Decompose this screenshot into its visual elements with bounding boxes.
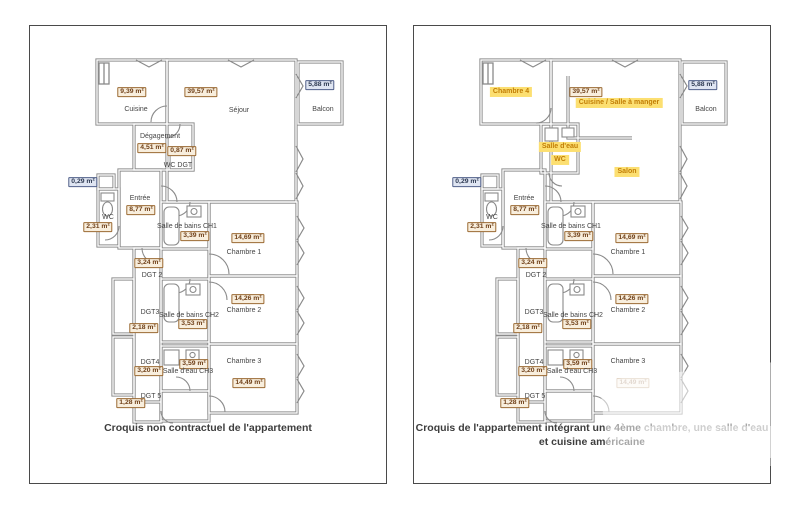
plan-label: 0,87 m² [167,146,197,156]
plan-label: 14,69 m² [231,233,265,243]
closet-detail [482,62,494,85]
plan-label: Cuisine [124,105,148,113]
plan-label: Salle d'eau CH3 [546,367,598,375]
fixtures [100,192,202,366]
plan-label: Salle de bains CH2 [543,311,603,319]
left-plan-panel: 9,39 m² Cuisine 39,57 m² Séjour 5,88 m² Balco… [29,25,387,484]
plan-label: 3,59 m² [563,359,593,369]
plan-label: 3,53 m² [178,319,208,329]
plan-label: Chambre 2 [226,306,262,314]
plan-label: Entrée [129,194,151,202]
plan-label: 3,39 m² [180,231,210,241]
plan-label: Salle de bains CH1 [157,222,217,230]
plan-label: 2,31 m² [83,222,113,232]
plan-label: 3,24 m² [134,258,164,268]
plan-label: Chambre 2 [610,306,646,314]
plan-label: DGT4 [140,358,160,366]
plan-label: 14,26 m² [231,294,265,304]
plan-label: 1,28 m² [116,398,146,408]
plan-label: 3,20 m² [134,366,164,376]
plan-label: 0,29 m² [452,177,482,187]
plan-label: WC DGT [163,161,193,169]
plan-label: Dégagement [139,132,181,140]
plan-label: 39,57 m² [569,87,603,97]
left-caption: Croquis non contractuel de l'appartement [104,422,312,434]
plan-label: 5,88 m² [688,80,718,90]
plan-label: 14,69 m² [615,233,649,243]
plan-label: 39,57 m² [184,87,218,97]
plan-label: 8,77 m² [510,205,540,215]
plan-label: WC [102,213,114,221]
plan-label: Séjour [228,106,250,114]
plan-label: 8,77 m² [126,205,156,215]
plan-label: DGT3 [140,308,160,316]
plan-label: WC [551,154,569,166]
plan-label: DGT3 [524,308,544,316]
plan-label: 3,20 m² [518,366,548,376]
plan-label: Balcon [695,105,717,113]
plan-label: 3,59 m² [179,359,209,369]
plan-label: 4,51 m² [137,143,167,153]
plan-label: 5,88 m² [305,80,335,90]
plan-label: Salle de bains CH1 [541,222,601,230]
plan-label: 2,18 m² [129,323,159,333]
plan-label: 0,29 m² [68,177,98,187]
plan-label: Chambre 4 [489,86,533,98]
plan-label: DGT 5 [140,392,162,400]
plan-label: Salle de bains CH2 [159,311,219,319]
plan-label: Chambre 3 [610,357,646,365]
windows [135,59,305,404]
right-caption-line2: et cuisine américaine [538,436,646,448]
plan-label: 3,39 m² [564,231,594,241]
plan-label: WC [486,213,498,221]
plan-label: Chambre 1 [610,248,646,256]
plan-label: Chambre 3 [226,357,262,365]
fixtures [484,127,586,366]
closet-detail [98,62,110,85]
plan-label: 14,49 m² [232,378,266,388]
plan-label: 14,26 m² [615,294,649,304]
plan-label: DGT 5 [524,392,546,400]
plan-label: Entrée [513,194,535,202]
plan-label: 2,18 m² [513,323,543,333]
plan-label: Chambre 1 [226,248,262,256]
plan-label: Salon [614,166,640,178]
plan-label: 9,39 m² [117,87,147,97]
left-floor-plan-drawing [95,58,344,424]
plan-label: DGT 2 [141,271,163,279]
plan-label: DGT 2 [525,271,547,279]
plan-label: 3,24 m² [518,258,548,268]
plan-label: DGT4 [524,358,544,366]
plan-label: Salle d'eau [538,141,582,153]
right-floor-plan-drawing [479,58,728,424]
plan-label: 1,28 m² [500,398,530,408]
plan-label: Cuisine / Salle à manger [575,97,663,109]
plan-label: Balcon [312,105,334,113]
plan-label: 14,49 m² [616,378,650,388]
right-caption: Croquis de l'appartement intégrant une 4… [415,422,769,434]
plan-label: 2,31 m² [467,222,497,232]
plan-label: 3,53 m² [562,319,592,329]
left-plan-labels: 9,39 m² Cuisine 39,57 m² Séjour 5,88 m² Balco… [30,26,386,483]
plan-label: Salle d'eau CH3 [162,367,214,375]
